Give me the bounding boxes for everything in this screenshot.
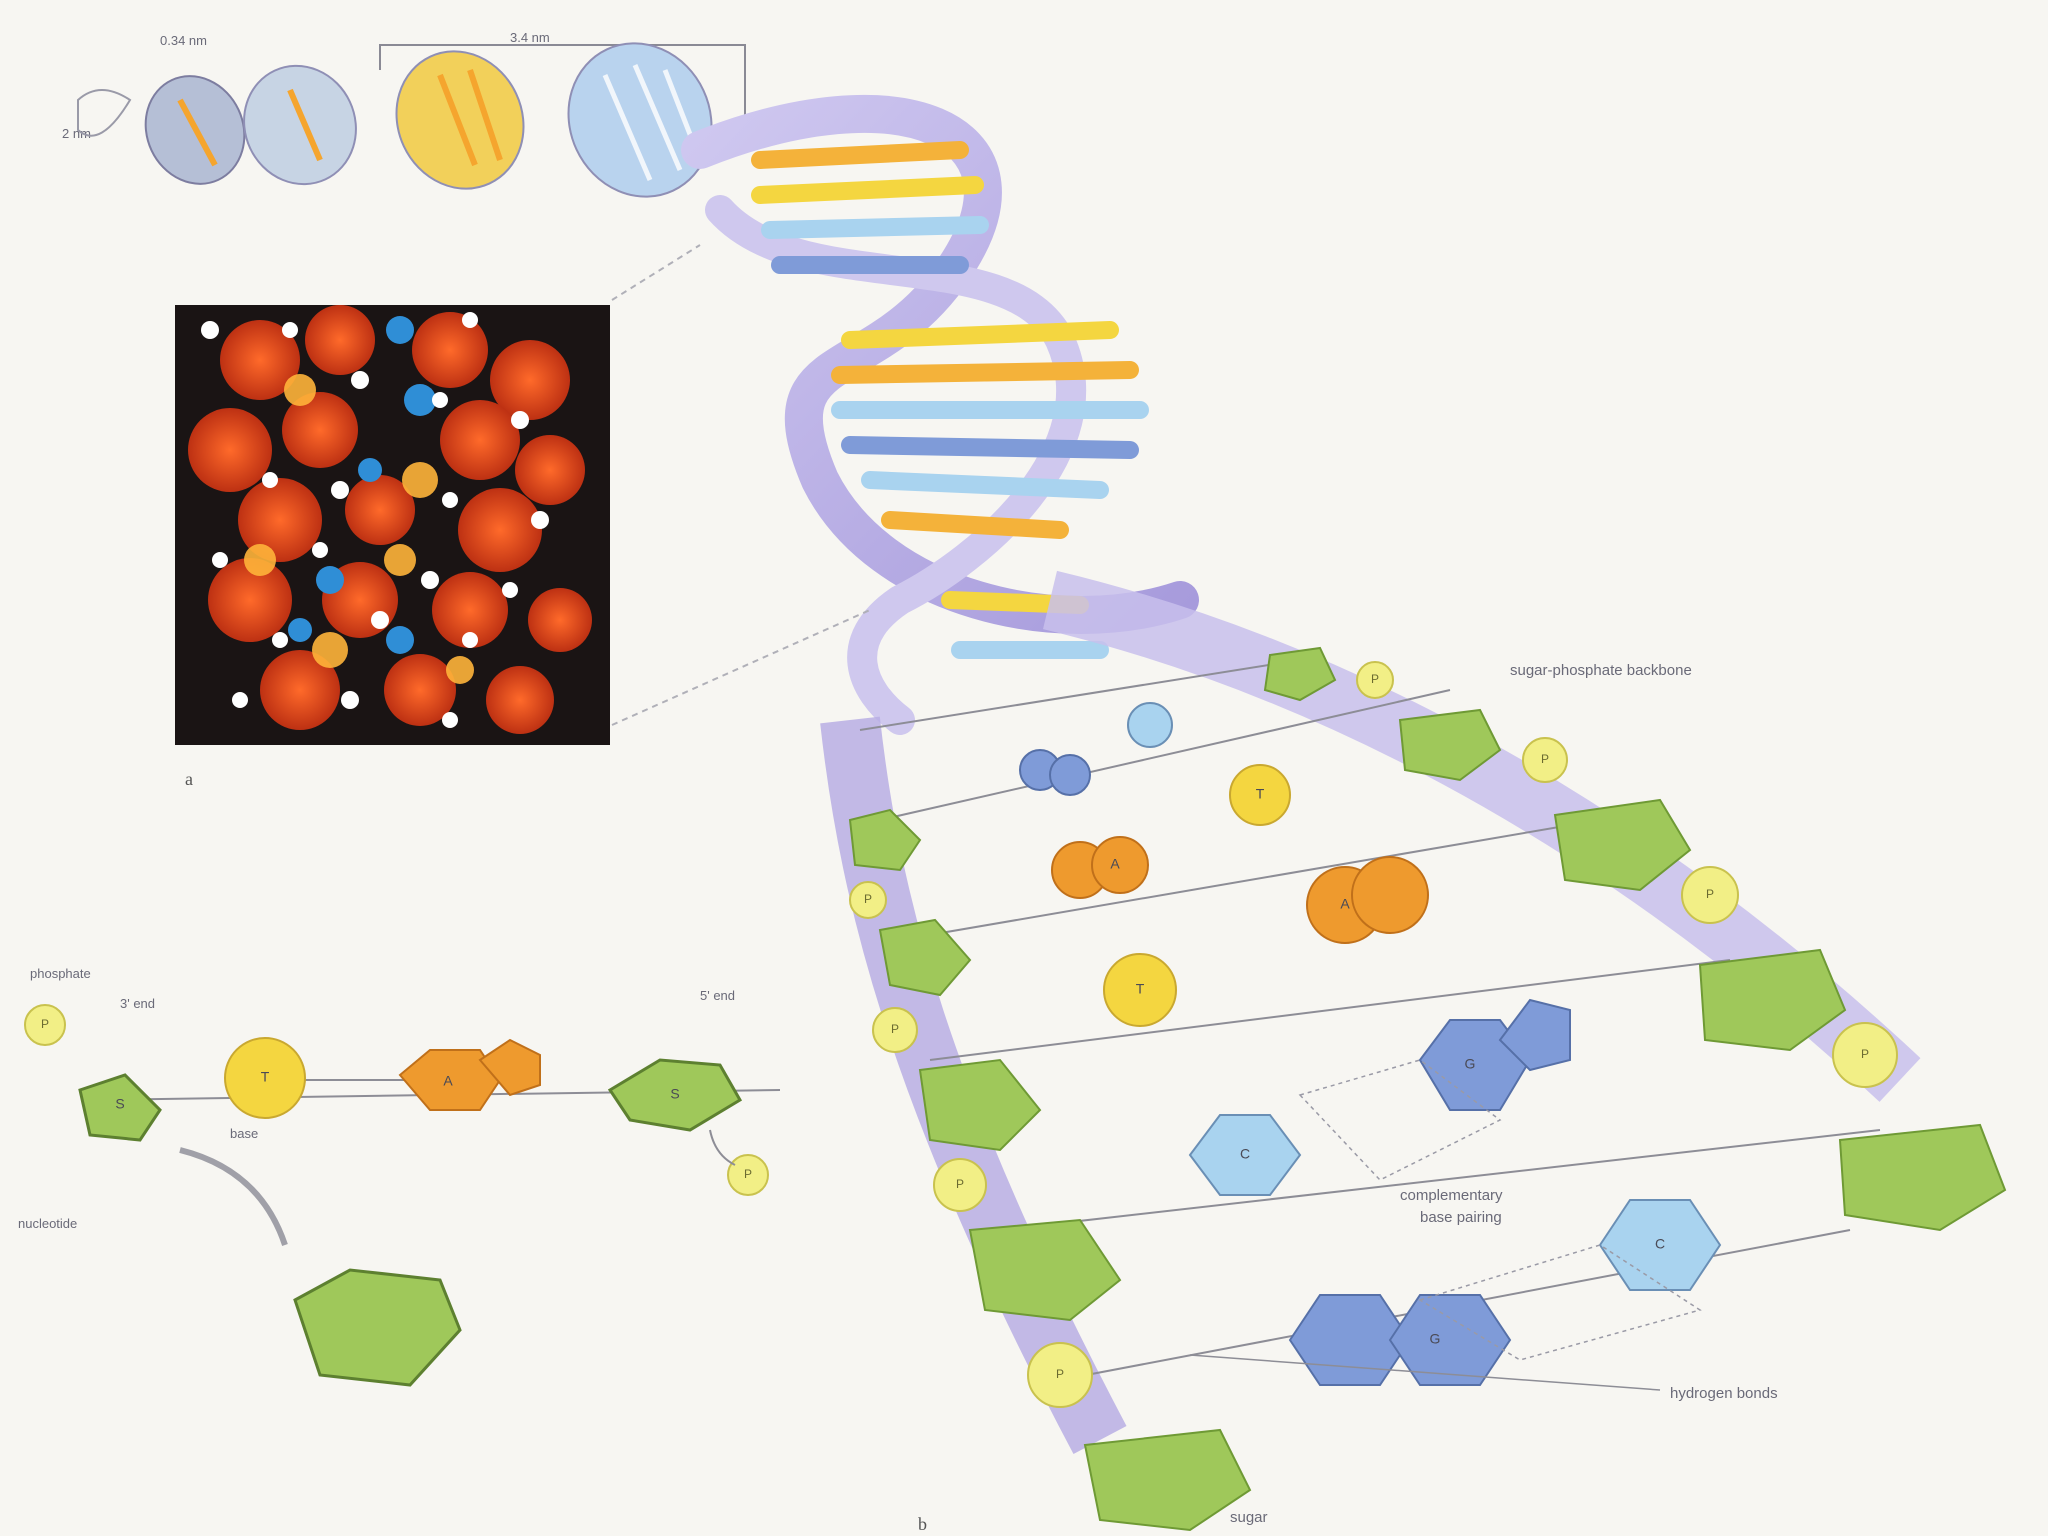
sugar-label: sugar bbox=[1230, 1509, 1268, 1526]
base-pair-rung-5: C G bbox=[1288, 1199, 1722, 1386]
space-filling-model: a bbox=[175, 244, 871, 789]
base-pair-rung-1 bbox=[1019, 702, 1173, 796]
helix-pitch-label: 3.4 nm bbox=[510, 30, 550, 45]
nucleotide-sugar-letter-2: S bbox=[670, 1086, 679, 1102]
base-pair-rung-4: G C bbox=[1188, 998, 1571, 1196]
base-pair-rung-3: A T bbox=[1103, 856, 1429, 1027]
phosphate-letter-r4: P bbox=[1861, 1047, 1869, 1061]
nucleotide-label: nucleotide bbox=[18, 1216, 77, 1231]
thymine-letter-2: T bbox=[1136, 981, 1145, 997]
cytosine-letter-2: C bbox=[1655, 1236, 1665, 1252]
three-prime-end-label: 3' end bbox=[120, 996, 155, 1011]
nucleotide-base-letter: T bbox=[261, 1069, 270, 1085]
phosphate-letter-3: P bbox=[956, 1177, 964, 1191]
adenine-letter-2: A bbox=[1340, 896, 1350, 912]
phosphate-letter-r1: P bbox=[1371, 672, 1379, 686]
base-spacing-label: 0.34 nm bbox=[160, 33, 207, 48]
panel-a-label: a bbox=[185, 769, 193, 789]
nucleotide-phosphate-letter: P bbox=[41, 1017, 49, 1031]
cytosine-letter: C bbox=[1240, 1146, 1250, 1162]
top-helix: 3.4 nm 0.34 nm 2 nm bbox=[62, 30, 746, 198]
thymine-letter: T bbox=[1256, 786, 1265, 802]
phosphate-label: phosphate bbox=[30, 966, 91, 981]
helix-width-label: 2 nm bbox=[62, 126, 91, 141]
phosphate-letter: P bbox=[864, 892, 872, 906]
main-helix bbox=[681, 94, 1199, 735]
nucleotide-adenine-letter: A bbox=[443, 1073, 453, 1089]
nucleotide-detail: P S T A S P phosphate 3' end 5' end base… bbox=[18, 966, 781, 1387]
adenine-letter: A bbox=[1110, 856, 1120, 872]
hydrogen-bonds-label: hydrogen bonds bbox=[1670, 1385, 1778, 1402]
phosphate-letter-2: P bbox=[891, 1022, 899, 1036]
base-pair-rung-2: T A bbox=[1051, 764, 1291, 899]
nucleotide-sugar-letter: S bbox=[115, 1096, 124, 1112]
backbone-label: sugar-phosphate backbone bbox=[1510, 662, 1692, 679]
panel-b-label: b bbox=[918, 1514, 927, 1534]
base-label: base bbox=[230, 1126, 258, 1141]
phosphate-letter-r3: P bbox=[1706, 887, 1714, 901]
ladder-section: T A A T G C C G bbox=[820, 570, 2007, 1534]
complementary-label: complementary bbox=[1400, 1187, 1503, 1204]
guanine-letter-2: G bbox=[1430, 1331, 1441, 1347]
guanine-letter: G bbox=[1465, 1056, 1476, 1072]
base-pairing-label: base pairing bbox=[1420, 1209, 1502, 1226]
five-prime-end-label: 5' end bbox=[700, 988, 735, 1003]
nucleotide-phosphate-letter-2: P bbox=[744, 1167, 752, 1181]
phosphate-letter-r2: P bbox=[1541, 752, 1549, 766]
phosphate-letter-4: P bbox=[1056, 1367, 1064, 1381]
